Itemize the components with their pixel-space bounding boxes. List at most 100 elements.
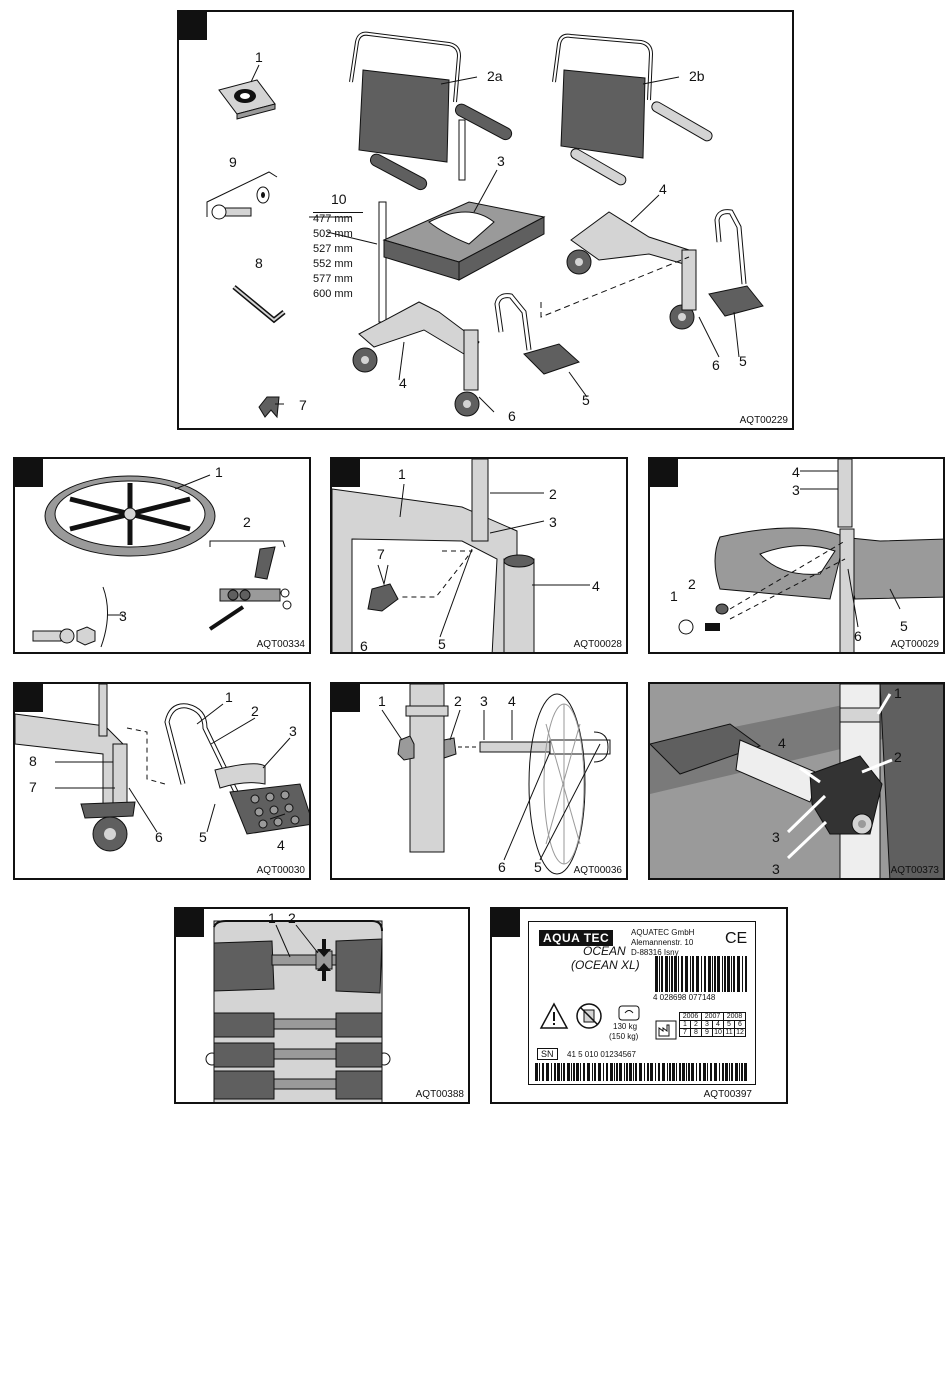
barcode-bar [606, 1063, 608, 1081]
barcode-bar [731, 956, 732, 992]
barcode-bar [557, 1063, 560, 1081]
seat-height-2: 502 mm [313, 228, 353, 240]
fig1-label-10: 10 [331, 191, 347, 207]
seat-height-3: 527 mm [313, 243, 353, 255]
barcode-bar [598, 1063, 601, 1081]
month-cell: 3 [702, 1021, 713, 1029]
fig5-label-8: 8 [29, 753, 37, 769]
fig1-label-2b: 2b [689, 68, 705, 84]
warning-icon [539, 1002, 569, 1029]
fig6-label-6: 6 [498, 859, 506, 875]
figure-2-marker [15, 459, 43, 487]
barcode-bar [739, 1063, 740, 1081]
month-cell: 9 [702, 1029, 713, 1037]
figure-3-panel: 1 2 3 4 5 6 7 AQT00028 [330, 457, 628, 654]
fig1-label-4-left: 4 [399, 375, 407, 391]
barcode-bar [561, 1063, 562, 1081]
fig7-label-3-upper: 3 [772, 829, 780, 845]
fig4-label-1: 1 [670, 588, 678, 604]
figure-8-drawing [205, 920, 391, 1102]
barcode-bar [714, 956, 716, 992]
fig3-code: AQT00028 [573, 639, 622, 650]
figure-4-marker [650, 459, 678, 487]
figure-5-marker [15, 684, 43, 712]
fig3-label-5: 5 [438, 636, 446, 652]
barcode-bar [707, 1063, 708, 1081]
barcode-bar [587, 1063, 590, 1081]
barcode-bar [542, 1063, 544, 1081]
figure-5-drawing [15, 684, 309, 852]
figure-6-marker [332, 684, 360, 712]
fig6-label-2: 2 [454, 693, 462, 709]
serial-label: SN [537, 1048, 558, 1060]
date-grid: 2006 2007 2008 1 2 3 4 5 6 7 8 9 10 11 1… [679, 1012, 746, 1037]
fig5-label-3: 3 [289, 723, 297, 739]
barcode-bar [685, 956, 688, 992]
fig7-label-2: 2 [894, 749, 902, 765]
fig1-label-8: 8 [255, 255, 263, 271]
fig8-code: AQT00388 [415, 1089, 464, 1100]
barcode-bar [737, 956, 740, 992]
brand-logo: AQUA TEC [539, 930, 614, 946]
barcode-bar [741, 1063, 743, 1081]
fig5-label-2: 2 [251, 703, 259, 719]
figure-1-panel: 1 2a 2b 3 4 4 5 5 6 6 7 8 9 10 477 mm 50… [177, 10, 794, 430]
barcode-bar [714, 1063, 717, 1081]
figure-9-panel: AQUA TEC OCEAN (OCEAN XL) AQUATEC GmbH A… [490, 907, 788, 1104]
seat-height-6: 600 mm [313, 288, 353, 300]
fig2-label-3: 3 [119, 608, 127, 624]
fig3-label-3: 3 [549, 514, 557, 530]
barcode-bar [614, 1063, 615, 1081]
fig6-label-3: 3 [480, 693, 488, 709]
figure-5-panel: 1 2 3 8 7 6 5 4 AQT00030 [13, 682, 311, 880]
fig5-label-7: 7 [29, 779, 37, 795]
fig9-code: AQT00397 [703, 1089, 752, 1100]
fig5-label-6: 6 [155, 829, 163, 845]
barcode-bar [567, 1063, 570, 1081]
seat-height-4: 552 mm [313, 258, 353, 270]
fig3-label-1: 1 [398, 466, 406, 482]
fig1-label-3: 3 [497, 153, 505, 169]
barcode-bar [722, 1063, 724, 1081]
fig1-label-9: 9 [229, 154, 237, 170]
figure-2-drawing [32, 474, 292, 648]
barcode-bar [719, 1063, 720, 1081]
fig5-label-1: 1 [225, 689, 233, 705]
barcode-bar [679, 1063, 681, 1081]
barcode-bar [699, 1063, 701, 1081]
fig1-label-2a: 2a [487, 68, 503, 84]
figure-2-panel: 1 2 3 AQT00334 [13, 457, 311, 654]
barcode-bar [626, 1063, 628, 1081]
seat-height-5: 577 mm [313, 273, 353, 285]
barcode-bar [735, 1063, 738, 1081]
barcode-bar [669, 956, 670, 992]
month-cell: 7 [679, 1029, 691, 1037]
fig3-label-2: 2 [549, 486, 557, 502]
year-cell: 2008 [724, 1012, 746, 1021]
barcode-bar [727, 956, 730, 992]
barcode-bar [729, 1063, 730, 1081]
barcode-bar [731, 1063, 733, 1081]
model-name: OCEAN [583, 944, 626, 958]
clip-drawing [258, 396, 280, 419]
fig4-code: AQT00029 [890, 639, 939, 650]
figure-3-marker [332, 459, 360, 487]
barcode-bar [563, 1063, 565, 1081]
month-cell: 12 [735, 1029, 746, 1037]
barcode-bar [744, 1063, 747, 1081]
barcode-bar [635, 1063, 637, 1081]
fig2-label-2: 2 [243, 514, 251, 530]
month-cell: 11 [724, 1029, 735, 1037]
barcode-bar [619, 1063, 622, 1081]
barcode-bar [571, 1063, 572, 1081]
barcode-bar [661, 956, 663, 992]
serial-barcode [535, 1063, 747, 1081]
barcode-bar [551, 1063, 552, 1081]
barcode-bar [742, 956, 743, 992]
barcode-bar [696, 956, 699, 992]
barcode-bar [691, 1063, 694, 1081]
seat-height-list: 477 mm 502 mm 527 mm 552 mm 577 mm 600 m… [313, 212, 363, 300]
fig7-label-4: 4 [778, 735, 786, 751]
figure-1-drawing [206, 31, 764, 419]
figure-3-drawing [332, 459, 590, 652]
